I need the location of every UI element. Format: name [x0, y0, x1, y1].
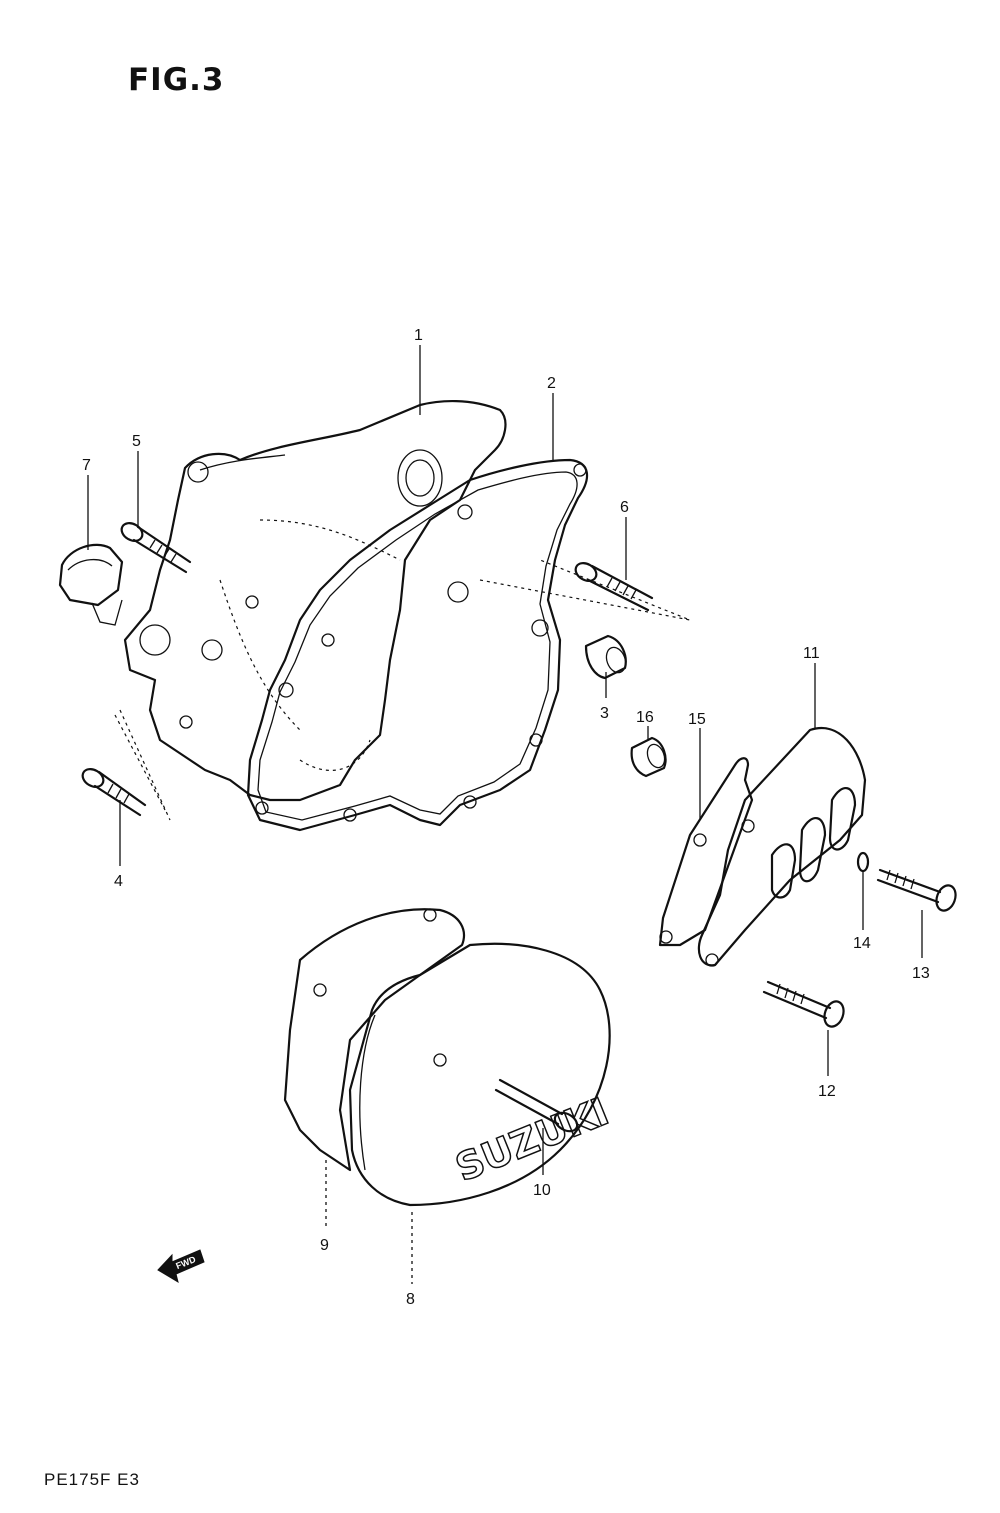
bolt-5[interactable] — [118, 520, 192, 574]
callout-2: 2 — [547, 375, 556, 392]
callout-1: 1 — [414, 327, 423, 344]
callout-9: 9 — [320, 1237, 329, 1254]
callout-3: 3 — [600, 705, 609, 722]
callout-11: 11 — [803, 645, 820, 662]
callout-16: 16 — [636, 709, 654, 726]
washer-14[interactable] — [856, 851, 870, 873]
callout-12: 12 — [818, 1083, 836, 1100]
bolt-6[interactable] — [572, 560, 654, 612]
callout-10: 10 — [533, 1182, 551, 1199]
pump-gasket[interactable] — [658, 757, 754, 947]
callout-15: 15 — [688, 711, 706, 728]
callout-8: 8 — [406, 1291, 415, 1308]
screw-10[interactable] — [494, 1078, 580, 1135]
bolt-4[interactable] — [79, 766, 147, 817]
callout-6: 6 — [620, 499, 629, 516]
callout-5: 5 — [132, 433, 141, 450]
crankcase-cover[interactable] — [123, 400, 507, 802]
callout-7: 7 — [82, 457, 91, 474]
callout-4: 4 — [114, 873, 123, 890]
pump-cover[interactable] — [697, 727, 867, 967]
magneto-cover[interactable]: SUZUKI — [348, 942, 615, 1207]
figure-title: FIG.3 — [128, 62, 225, 98]
model-code: PE175F E3 — [44, 1470, 140, 1489]
dowel-pin-3[interactable] — [584, 634, 629, 680]
screw-13[interactable] — [876, 868, 959, 913]
oil-filler-cap[interactable] — [58, 543, 124, 626]
cover-gasket[interactable] — [246, 458, 588, 832]
magneto-gasket[interactable] — [283, 908, 466, 1172]
callout-14: 14 — [853, 935, 871, 952]
callout-13: 13 — [912, 965, 930, 982]
fwd-arrow-icon: FWD — [157, 1249, 205, 1284]
cover-logo: SUZUKI — [450, 1089, 615, 1190]
dowel-pin-16[interactable] — [630, 736, 668, 778]
bolt-12[interactable] — [762, 980, 847, 1029]
